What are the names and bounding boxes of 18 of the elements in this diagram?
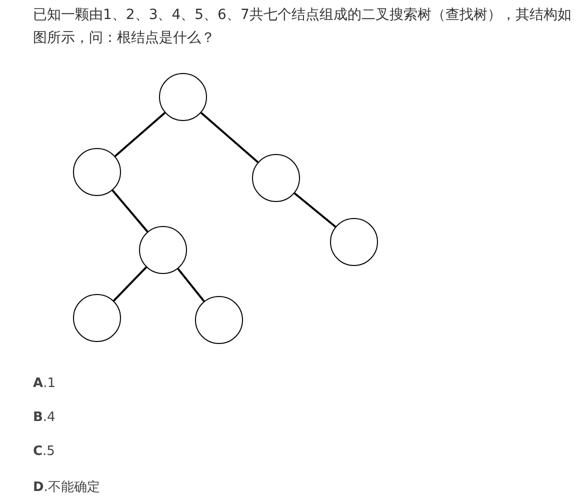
tree-node-circle	[330, 218, 378, 266]
answer-option: A.1	[33, 376, 56, 391]
tree-edge	[112, 190, 148, 232]
tree-node-circle	[73, 294, 121, 342]
tree-edge	[294, 192, 336, 228]
answer-option: C.5	[33, 444, 55, 459]
tree-node-circle	[159, 73, 207, 121]
tree-edge	[200, 112, 259, 163]
question-text: 已知一颗由1、2、3、4、5、6、7共七个结点组成的二叉搜索树（查找树），其结构如图所示，问：根结点是什么？	[33, 6, 572, 48]
tree-edge	[113, 266, 147, 302]
answer-option: B.4	[33, 410, 56, 425]
tree-edge	[177, 268, 205, 302]
tree-node-circle	[73, 148, 121, 196]
tree-node-circle	[252, 154, 300, 202]
answer-option: D.不能确定	[33, 478, 100, 496]
tree-node-circle	[139, 226, 187, 274]
tree-node-circle	[195, 296, 243, 344]
tree-edge	[114, 112, 166, 157]
